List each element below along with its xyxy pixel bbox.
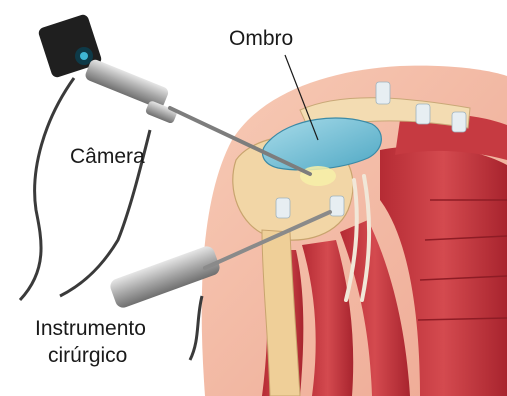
instrument-label-line1: Instrumento	[35, 316, 146, 341]
camera-label: Câmera	[70, 144, 145, 169]
camera-device	[37, 13, 178, 124]
light-spot	[300, 166, 336, 186]
instrument-label-line2: cirúrgico	[48, 343, 127, 368]
shoulder-label: Ombro	[229, 26, 293, 51]
camera-cable	[20, 78, 74, 300]
